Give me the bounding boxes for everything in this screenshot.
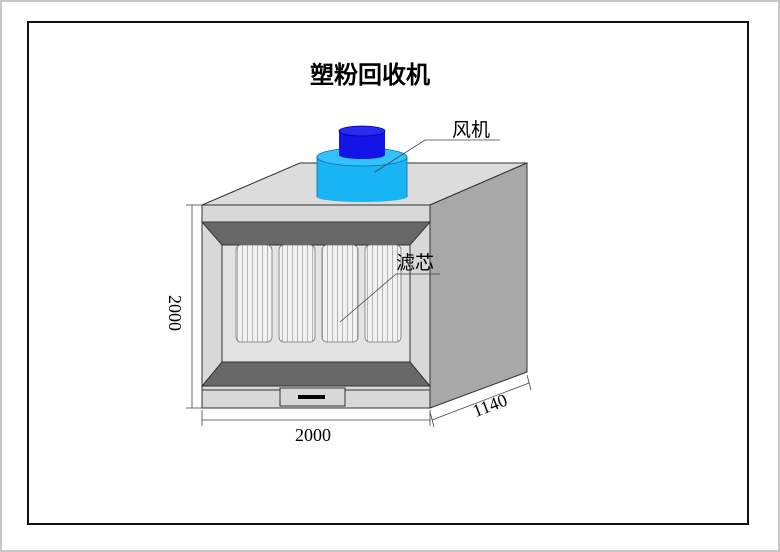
- filter-cartridge: [364, 244, 402, 343]
- hood: [200, 221, 432, 246]
- fan-label: 风机: [452, 119, 490, 141]
- filter-cartridge: [235, 244, 273, 343]
- fan: [316, 125, 408, 202]
- filter-cartridge: [321, 244, 359, 343]
- floor-tray: [200, 361, 432, 387]
- diagram-title: 塑粉回收机: [310, 61, 430, 89]
- filter-label: 滤芯: [396, 252, 434, 274]
- fan-motor-bottom: [339, 151, 385, 159]
- booth-front-face: [200, 204, 432, 409]
- base-slot: [298, 395, 325, 399]
- height-dimension: 2000: [165, 204, 202, 409]
- fan-leader-line: [374, 139, 500, 173]
- filter-cartridge: [278, 244, 316, 343]
- filter-leader-line: [339, 273, 440, 323]
- width-value: 2000: [295, 425, 331, 445]
- fan-base-bottom: [317, 192, 407, 202]
- fan-motor-cap: [338, 125, 386, 137]
- height-value: 2000: [165, 295, 185, 331]
- width-dimension: 2000: [201, 410, 431, 445]
- booth-right-face: [429, 162, 528, 409]
- drawing-frame: [27, 21, 749, 525]
